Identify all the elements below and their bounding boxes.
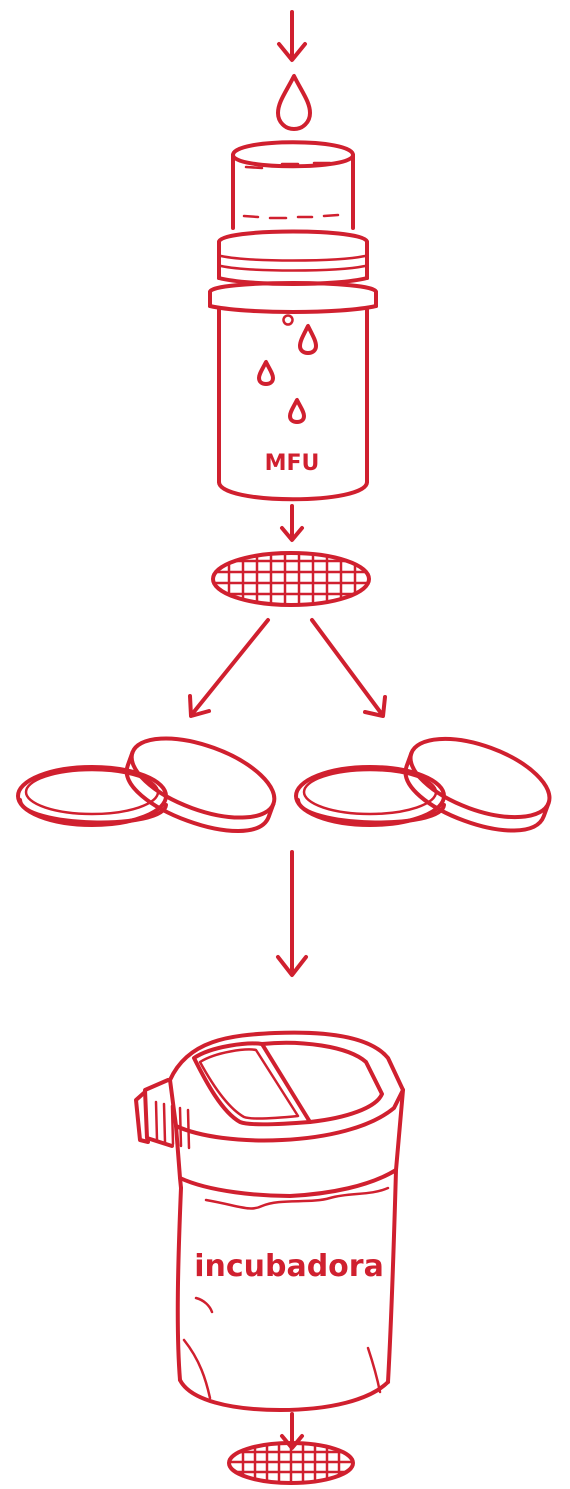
petri-dish-icon [16, 736, 277, 833]
incubator-label: incubadora [194, 1249, 384, 1284]
membrane-filter-icon [227, 1441, 355, 1485]
filter-funnel-icon: MFU [208, 140, 378, 502]
water-drop-icon [276, 74, 312, 131]
petri-dish-icon [294, 736, 552, 833]
incubator-icon: incubadora [134, 1030, 405, 1412]
arrow-down-icon [277, 10, 307, 62]
arrow-down-icon [280, 504, 304, 542]
mfu-label: MFU [265, 451, 320, 476]
arrow-down-left-icon [188, 618, 270, 718]
arrow-down-icon [276, 850, 308, 977]
membrane-filter-icon [211, 551, 371, 607]
arrow-down-right-icon [310, 618, 387, 718]
